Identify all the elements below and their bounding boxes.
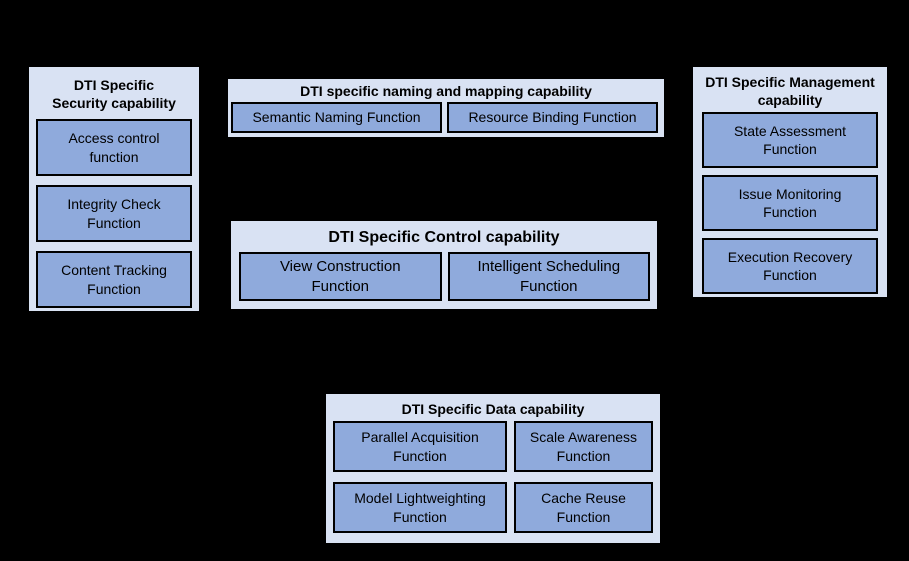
function-box-cache-reuse: Cache Reuse Function [514,482,653,533]
function-box-resource-binding: Resource Binding Function [447,102,658,133]
function-box-content-tracking: Content Tracking Function [36,251,192,308]
function-box-view-construction: View Construction Function [239,252,442,301]
capability-group-management: DTI Specific Management capability State… [692,66,888,298]
function-box-scale-awareness: Scale Awareness Function [514,421,653,472]
function-box-semantic-naming: Semantic Naming Function [231,102,442,133]
function-list-management: State Assessment Function Issue Monitori… [693,112,887,294]
function-box-access-control: Access control function [36,119,192,176]
function-list-control: View Construction Function Intelligent S… [231,252,657,301]
group-title-naming-mapping: DTI specific naming and mapping capabili… [300,83,592,99]
function-box-state-assessment: State Assessment Function [702,112,878,168]
function-box-integrity-check: Integrity Check Function [36,185,192,242]
capability-group-data: DTI Specific Data capability Parallel Ac… [325,393,661,544]
function-box-parallel-acquisition: Parallel Acquisition Function [333,421,507,472]
function-box-model-lightweighting: Model Lightweighting Function [333,482,507,533]
function-list-naming-mapping: Semantic Naming Function Resource Bindin… [228,102,664,133]
group-title-control: DTI Specific Control capability [328,229,560,246]
capability-group-naming-mapping: DTI specific naming and mapping capabili… [227,78,665,138]
function-list-security: Access control function Integrity Check … [29,119,199,308]
capability-group-security: DTI Specific Security capability Access … [28,66,200,312]
group-title-security: DTI Specific Security capability [52,77,176,112]
group-title-data: DTI Specific Data capability [401,401,585,417]
capability-group-control: DTI Specific Control capability View Con… [230,220,658,310]
function-box-issue-monitoring: Issue Monitoring Function [702,175,878,231]
function-box-intelligent-scheduling: Intelligent Scheduling Function [447,252,650,301]
group-title-management: DTI Specific Management capability [705,74,875,109]
function-list-data: Parallel Acquisition Function Scale Awar… [326,421,660,533]
function-box-execution-recovery: Execution Recovery Function [702,238,878,294]
